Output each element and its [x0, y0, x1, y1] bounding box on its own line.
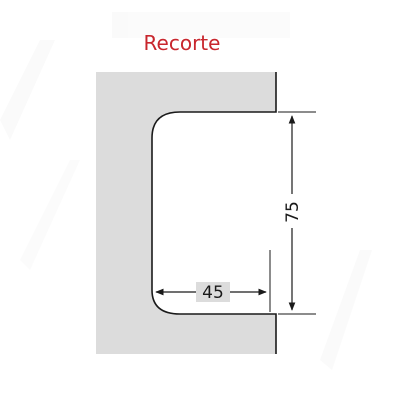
panel-shape: [96, 72, 276, 354]
cutout-outline: [151, 72, 277, 354]
background-streaks: [0, 12, 372, 370]
width-label: 45: [202, 283, 224, 303]
width-dimension: 45: [155, 250, 271, 312]
height-label: 75: [283, 201, 303, 223]
height-dimension: 75: [278, 111, 316, 315]
diagram-title: Recorte: [144, 31, 221, 55]
